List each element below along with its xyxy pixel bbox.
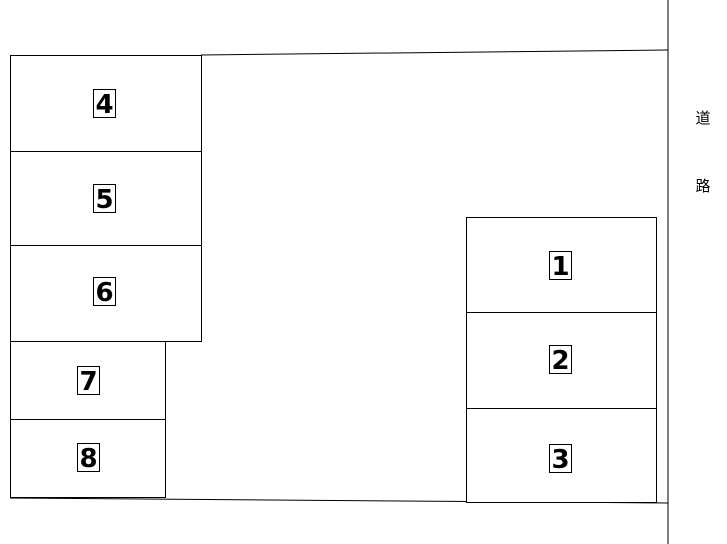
lot-number-box	[93, 184, 116, 213]
road-label-char-2: 路	[695, 177, 710, 195]
lot-number-box	[93, 89, 116, 118]
lot-number: 1	[551, 252, 569, 282]
lot-2[interactable]: 2	[466, 312, 657, 409]
lot-number-box	[77, 443, 100, 472]
road-label-char-1: 道	[695, 109, 710, 127]
lot-number: 5	[95, 185, 113, 215]
lot-number: 4	[95, 90, 113, 120]
lot-number: 7	[79, 367, 97, 397]
lot-number-box	[93, 277, 116, 306]
lot-number: 3	[551, 445, 569, 475]
lot-number-box	[549, 345, 572, 374]
lot-number-box	[77, 366, 100, 395]
lot-6[interactable]: 6	[10, 245, 202, 342]
lot-number-box	[549, 251, 572, 280]
lot-3[interactable]: 3	[466, 408, 657, 503]
lot-number: 6	[95, 278, 113, 308]
lot-number-box	[549, 444, 572, 473]
lot-5[interactable]: 5	[10, 151, 202, 246]
lot-number: 2	[551, 346, 569, 376]
lot-7[interactable]: 7	[10, 341, 166, 420]
lot-1[interactable]: 1	[466, 217, 657, 313]
lot-number: 8	[79, 444, 97, 474]
lot-8[interactable]: 8	[10, 419, 166, 498]
lot-4[interactable]: 4	[10, 55, 202, 152]
site-boundary-top	[200, 49, 669, 56]
